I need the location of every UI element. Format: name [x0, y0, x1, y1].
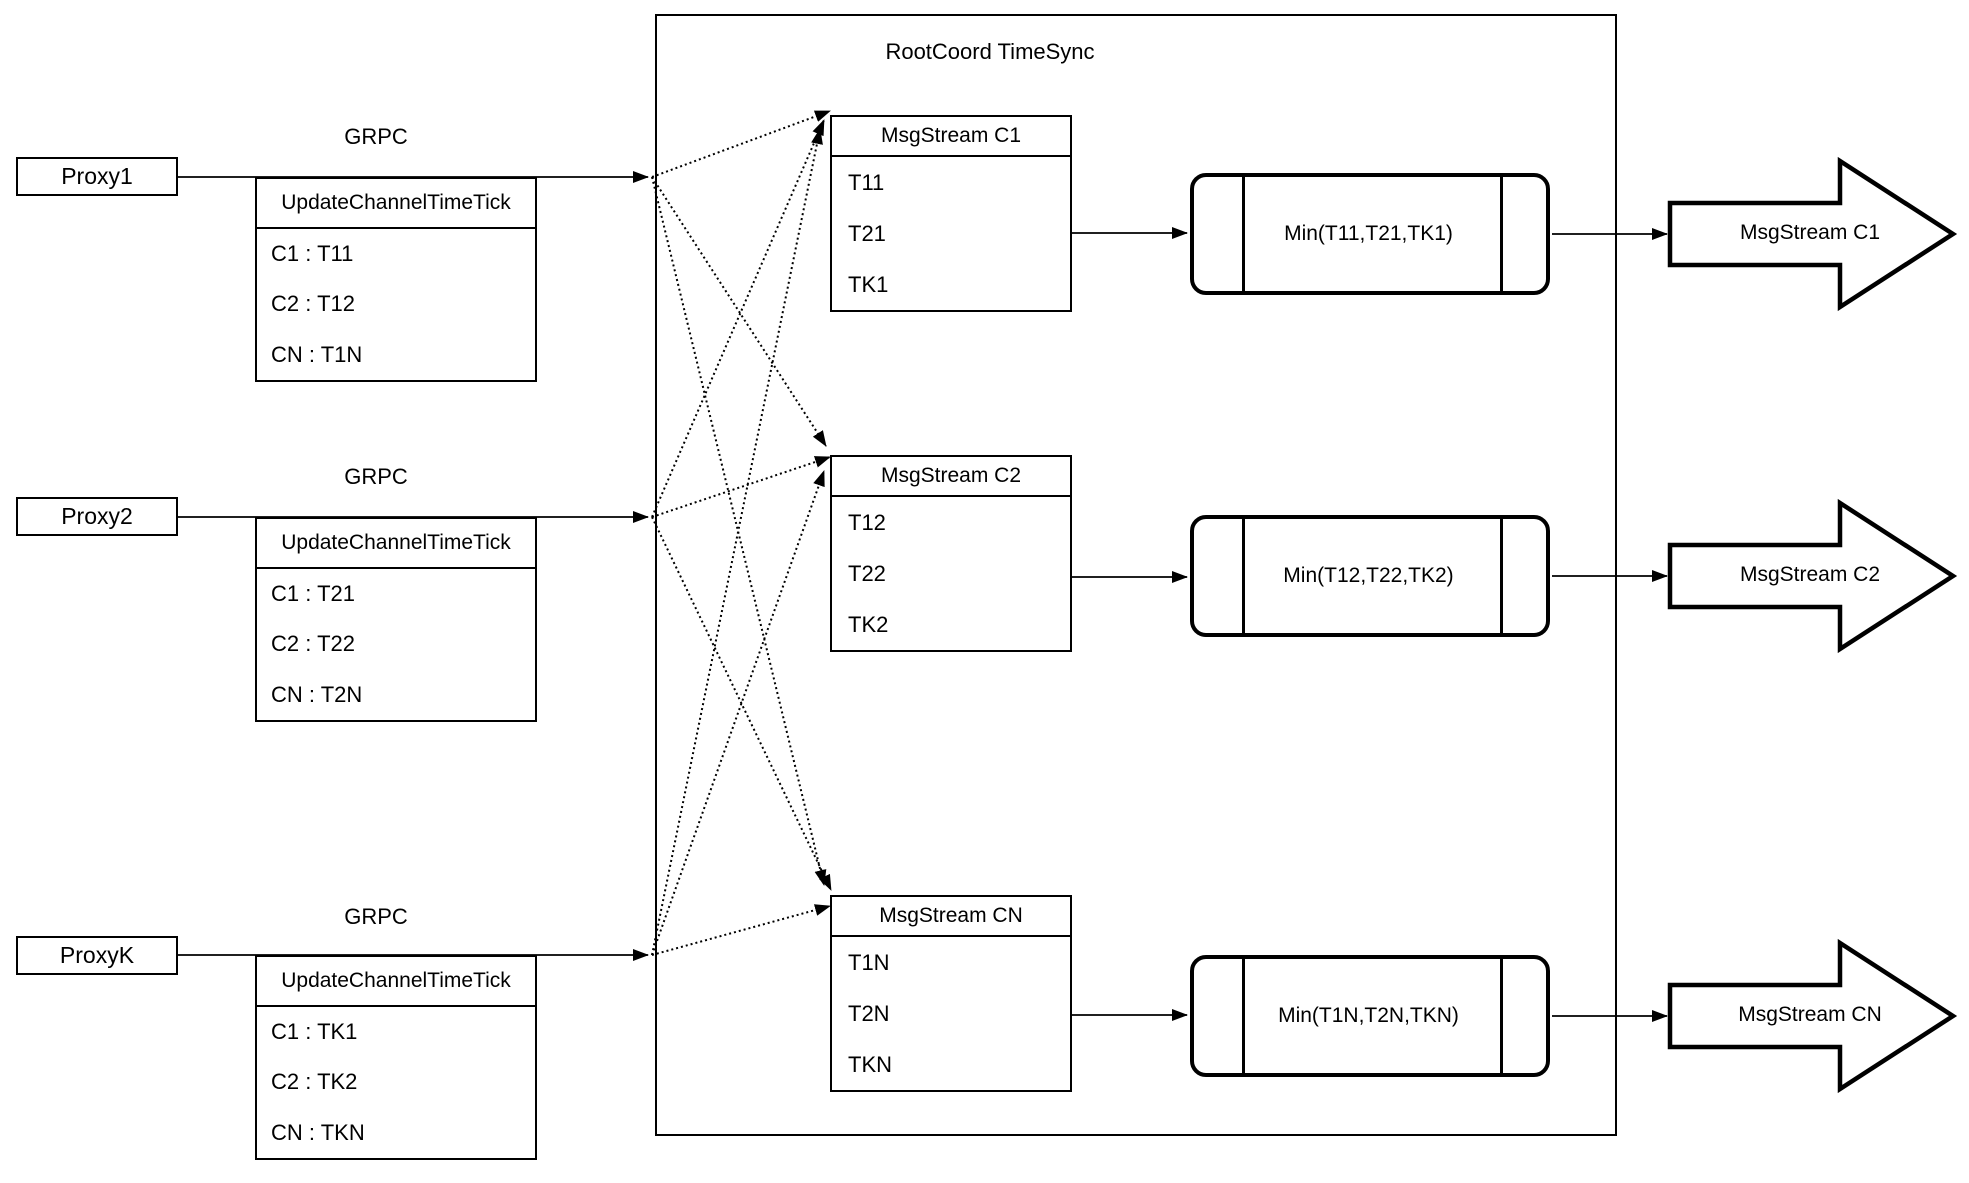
table-row: C2 : TK2: [271, 1069, 358, 1095]
table-header: UpdateChannelTimeTick: [257, 957, 535, 1007]
proxyk-box: ProxyK: [16, 936, 178, 975]
msgstream-header: MsgStream CN: [832, 897, 1070, 937]
process-bar: [1242, 177, 1245, 291]
process-bar: [1242, 519, 1245, 633]
process-bar: [1242, 959, 1245, 1073]
msgstream-row: T11: [848, 169, 885, 195]
table-row: CN : TKN: [271, 1119, 365, 1145]
table-row: C1 : T11: [271, 241, 354, 267]
grpc-label-1: GRPC: [344, 124, 408, 149]
msgstream-row: TK1: [848, 271, 889, 297]
process-bar: [1500, 959, 1503, 1073]
table-header: UpdateChannelTimeTick: [257, 519, 535, 569]
min-label: Min(T11,T21,TK1): [1284, 222, 1453, 245]
msgstream-row: T22: [848, 560, 886, 586]
table-row: C2 : T22: [271, 631, 355, 657]
min-label: Min(T1N,T2N,TKN): [1278, 1004, 1459, 1027]
output-arrow-label-cn: MsgStream CN: [1738, 1003, 1882, 1026]
msgstream-c2-box: MsgStream C2 T12 T22 TK2: [830, 455, 1072, 652]
msgstream-row: TK2: [848, 611, 889, 637]
table-row: CN : T1N: [271, 341, 363, 367]
msgstream-row: TKN: [848, 1051, 892, 1077]
msgstream-header: MsgStream C1: [832, 117, 1070, 157]
table-header: UpdateChannelTimeTick: [257, 179, 535, 229]
proxy2-timetick-table: UpdateChannelTimeTick C1 : T21 C2 : T22 …: [255, 517, 537, 722]
table-row: C1 : TK1: [271, 1019, 358, 1045]
table-row: C1 : T21: [271, 581, 355, 607]
proxyk-timetick-table: UpdateChannelTimeTick C1 : TK1 C2 : TK2 …: [255, 955, 537, 1160]
msgstream-cn-box: MsgStream CN T1N T2N TKN: [830, 895, 1072, 1092]
min-cn-box: Min(T1N,T2N,TKN): [1190, 955, 1550, 1077]
msgstream-row: T12: [848, 509, 886, 535]
grpc-label-2: GRPC: [344, 464, 408, 489]
proxy1-box: Proxy1: [16, 157, 178, 196]
msgstream-row: T1N: [848, 949, 890, 975]
table-row: C2 : T12: [271, 291, 355, 317]
msgstream-row: T2N: [848, 1000, 890, 1026]
proxy1-timetick-table: UpdateChannelTimeTick C1 : T11 C2 : T12 …: [255, 177, 537, 382]
process-bar: [1500, 177, 1503, 291]
output-arrow-label-c1: MsgStream C1: [1739, 221, 1881, 244]
proxy1-label: Proxy1: [61, 163, 133, 189]
min-c2-box: Min(T12,T22,TK2): [1190, 515, 1550, 637]
process-bar: [1500, 519, 1503, 633]
proxy2-box: Proxy2: [16, 497, 178, 536]
msgstream-header: MsgStream C2: [832, 457, 1070, 497]
min-c1-box: Min(T11,T21,TK1): [1190, 173, 1550, 295]
msgstream-row: T21: [848, 220, 886, 246]
grpc-label-3: GRPC: [344, 904, 408, 929]
proxy2-label: Proxy2: [61, 503, 133, 529]
output-arrow-label-c2: MsgStream C2: [1739, 563, 1881, 586]
proxyk-label: ProxyK: [59, 942, 135, 968]
table-row: CN : T2N: [271, 681, 363, 707]
rootcoord-title: RootCoord TimeSync: [885, 39, 1095, 64]
min-label: Min(T12,T22,TK2): [1283, 564, 1454, 587]
msgstream-c1-box: MsgStream C1 T11 T21 TK1: [830, 115, 1072, 312]
